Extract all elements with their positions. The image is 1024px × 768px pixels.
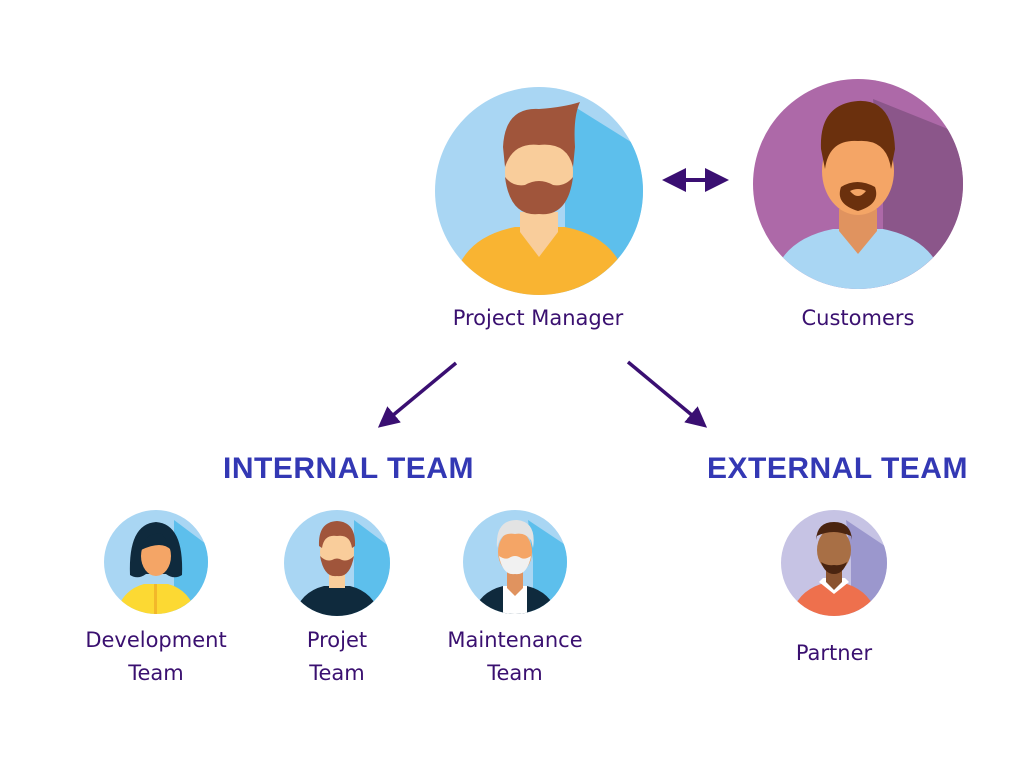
customers-label: Customers: [801, 306, 915, 330]
partner-label: Partner: [795, 641, 873, 665]
woman-avatar-icon: [104, 510, 208, 614]
maintenance-team-avatar: [463, 510, 567, 614]
customers-avatar: [753, 79, 963, 289]
development-team-label-line2: Team: [128, 661, 184, 685]
development-team-label-line1: Development: [85, 628, 227, 652]
project-manager-label: Project Manager: [452, 306, 624, 330]
maintenance-team-label-line2: Team: [487, 661, 543, 685]
external-team-title: EXTERNAL TEAM: [707, 452, 968, 485]
maintenance-team-label-line1: Maintenance: [447, 628, 583, 652]
internal-team-title: INTERNAL TEAM: [223, 452, 474, 485]
projet-team-label-line2: Team: [309, 661, 365, 685]
projet-team-label-line1: Projet: [306, 628, 368, 652]
man-beard-avatar-icon: [284, 510, 390, 616]
partner-avatar: [781, 510, 887, 616]
projet-team-avatar: [284, 510, 390, 616]
man-beard-avatar-icon: [435, 87, 643, 295]
arrow-to-external-team: [626, 360, 708, 428]
project-manager-avatar: [435, 87, 643, 295]
old-man-avatar-icon: [463, 510, 567, 614]
arrow-to-internal-team: [377, 361, 458, 428]
man-avatar-icon: [781, 510, 887, 616]
development-team-avatar: [104, 510, 208, 614]
man-goatee-avatar-icon: [753, 79, 963, 289]
